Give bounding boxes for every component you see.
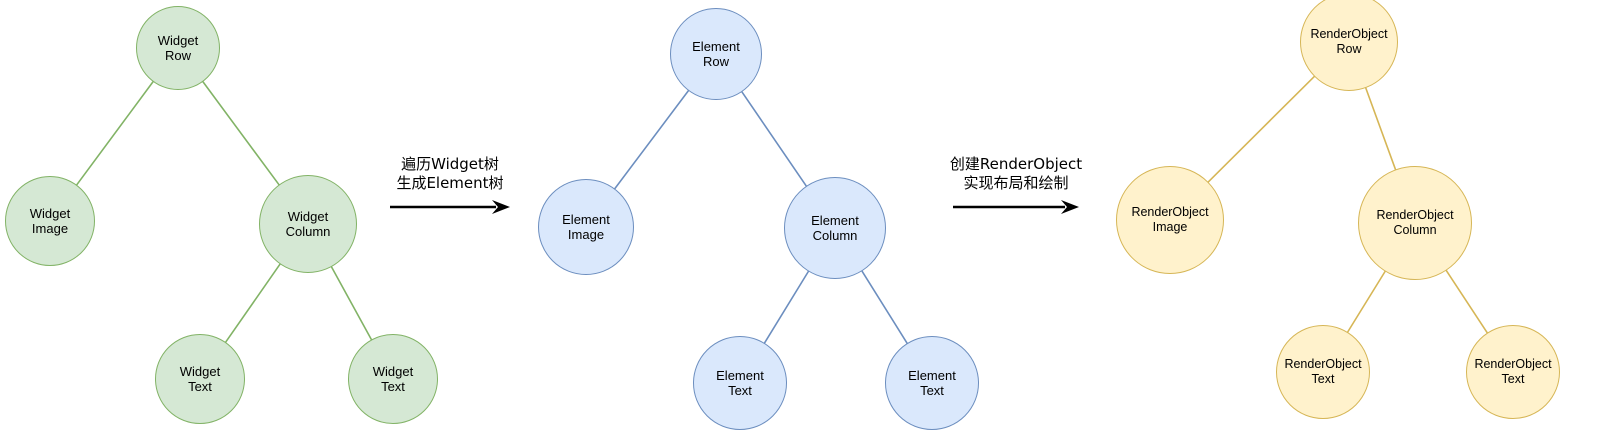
tree-edge bbox=[763, 270, 810, 344]
node-label-primary: Widget bbox=[372, 363, 414, 379]
transition-arrow-widget-to-element: 遍历Widget树生成Element树 bbox=[382, 155, 518, 215]
node-label-secondary: Image bbox=[31, 221, 69, 236]
node-label-primary: Widget bbox=[179, 363, 221, 379]
node-label-secondary: Text bbox=[728, 383, 752, 398]
node-label-secondary: Text bbox=[188, 379, 212, 394]
transition-caption-line-2: 实现布局和绘制 bbox=[963, 173, 1069, 192]
tree-edge bbox=[1364, 87, 1397, 171]
node-label-secondary: Text bbox=[1501, 372, 1525, 386]
node-label-secondary: Column bbox=[812, 228, 858, 243]
node-label-secondary: Row bbox=[702, 54, 729, 69]
node-label-primary: Widget bbox=[287, 208, 329, 224]
node-label-primary: RenderObject bbox=[1131, 205, 1209, 220]
tree-edge bbox=[224, 263, 281, 343]
transition-caption: 遍历Widget树生成Element树 bbox=[396, 155, 503, 193]
node-label-primary: Element bbox=[562, 211, 610, 227]
transition-arrow-icon bbox=[390, 199, 510, 214]
node-label-secondary: Column bbox=[1393, 223, 1437, 237]
tree-edge bbox=[614, 89, 690, 190]
node-label-primary: RenderObject bbox=[1376, 208, 1454, 223]
tree-edge bbox=[330, 266, 373, 341]
node-label-secondary: Row bbox=[164, 48, 191, 63]
node-label-secondary: Text bbox=[1311, 372, 1335, 386]
node-label-secondary: Column bbox=[285, 224, 331, 239]
node-label-primary: RenderObject bbox=[1284, 357, 1362, 372]
tree-edge bbox=[75, 80, 154, 186]
tree-edge bbox=[1445, 269, 1488, 334]
node-label-primary: Widget bbox=[157, 32, 199, 48]
node-label-primary: RenderObject bbox=[1310, 27, 1388, 42]
tree-edge bbox=[202, 80, 280, 186]
node-label-secondary: Image bbox=[567, 227, 605, 242]
node-label-primary: Element bbox=[692, 38, 740, 54]
node-label-primary: Element bbox=[716, 367, 764, 383]
node-label-primary: Element bbox=[811, 212, 859, 228]
transition-arrow-icon bbox=[953, 199, 1079, 214]
node-label-primary: RenderObject bbox=[1474, 357, 1552, 372]
tree-edge bbox=[1346, 270, 1386, 333]
transition-caption-line-2: 生成Element树 bbox=[396, 173, 504, 192]
node-label-secondary: Row bbox=[1336, 42, 1362, 56]
node-label-secondary: Image bbox=[1152, 220, 1188, 234]
node-label-secondary: Text bbox=[381, 379, 405, 394]
transition-caption-line-1: 创建RenderObject bbox=[949, 155, 1083, 173]
node-label-primary: Element bbox=[908, 367, 956, 383]
transition-caption-line-1: 遍历Widget树 bbox=[401, 155, 499, 173]
tree-edge bbox=[861, 270, 908, 344]
tree-edge bbox=[741, 91, 808, 187]
node-label-primary: Widget bbox=[29, 205, 71, 221]
node-label-secondary: Text bbox=[920, 383, 944, 398]
tree-edge bbox=[1207, 75, 1316, 183]
